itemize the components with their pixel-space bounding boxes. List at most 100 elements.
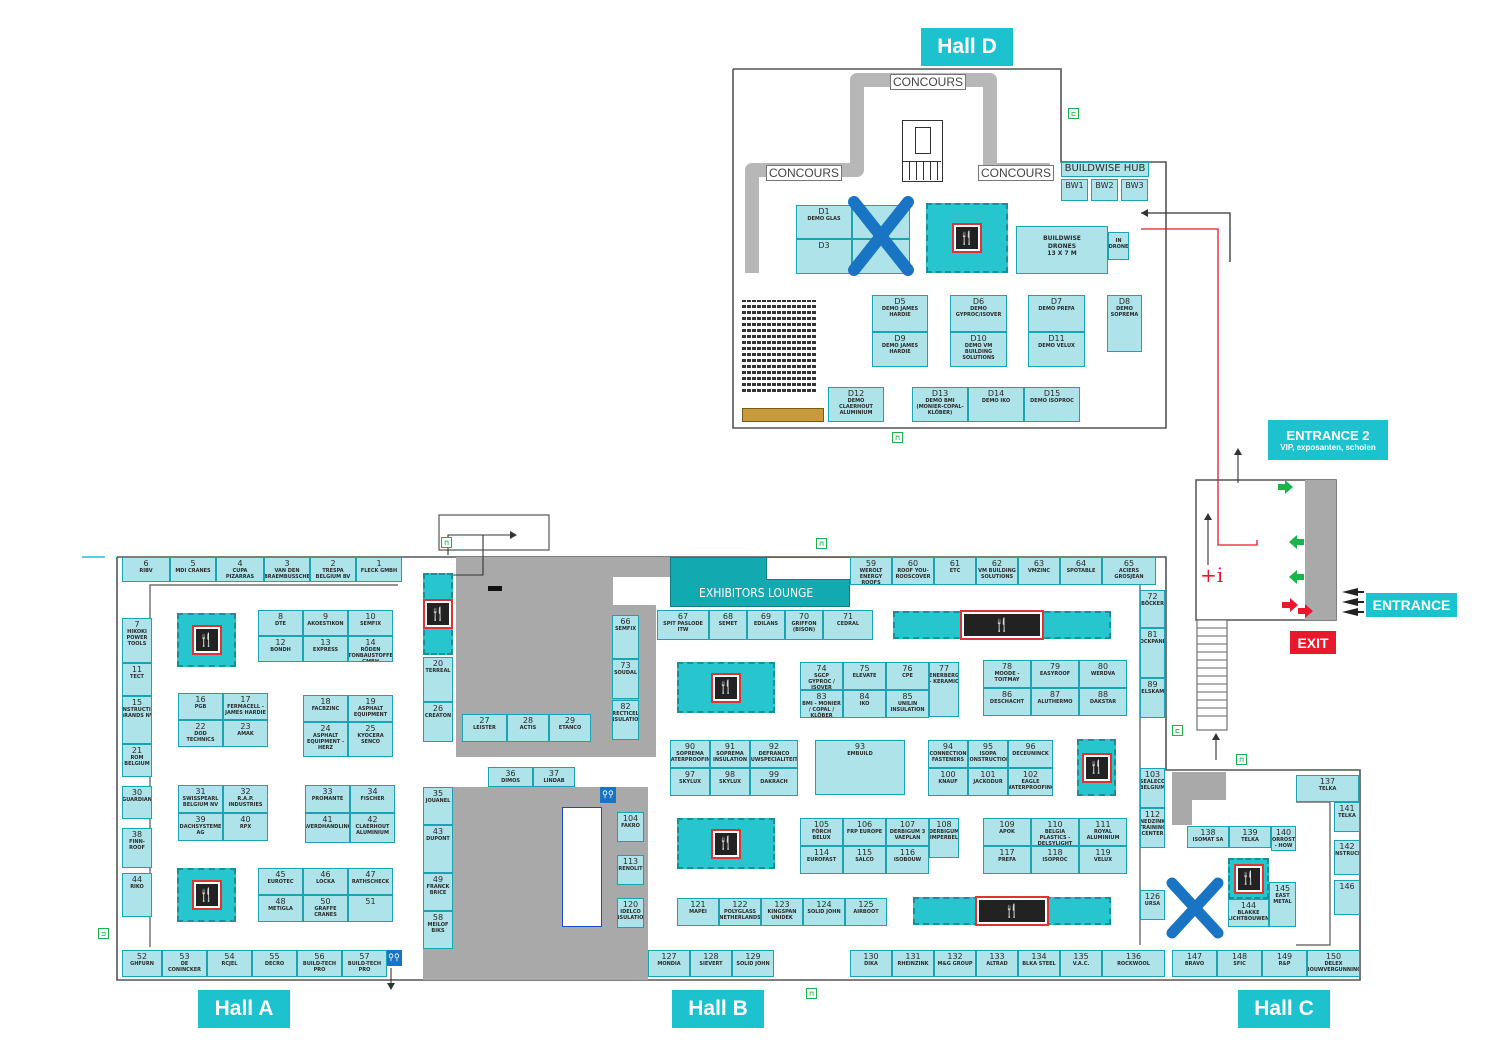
food-area-c1[interactable]: 🍴	[1228, 858, 1269, 899]
food-area-a1[interactable]: 🍴	[177, 613, 236, 667]
booth-77[interactable]: 77WIENERBERGER - KERAMIC	[929, 662, 959, 717]
booth-bw2[interactable]: BW2	[1091, 179, 1118, 201]
booth-89[interactable]: 89NELSKAMP	[1140, 678, 1165, 718]
booth-142[interactable]: 142CONSTRUCITY	[1334, 840, 1360, 875]
booth-d3[interactable]: D3	[796, 239, 852, 274]
exhibitors-lounge[interactable]: EXHIBITORS LOUNGE	[670, 557, 851, 607]
booth-146[interactable]: 146	[1334, 880, 1360, 915]
food-area-a3[interactable]: 🍴	[423, 573, 453, 655]
food-area-b5[interactable]: 🍴	[1077, 739, 1116, 796]
food-area-b4[interactable]: 🍴	[913, 896, 1111, 926]
booth-15[interactable]: 15CONSTRUCTION BRANDS NV	[122, 696, 152, 744]
booth-bw3[interactable]: BW3	[1121, 179, 1148, 201]
food-area-b2[interactable]: 🍴	[677, 818, 775, 869]
food-area-b3[interactable]: 🍴	[893, 610, 1111, 640]
